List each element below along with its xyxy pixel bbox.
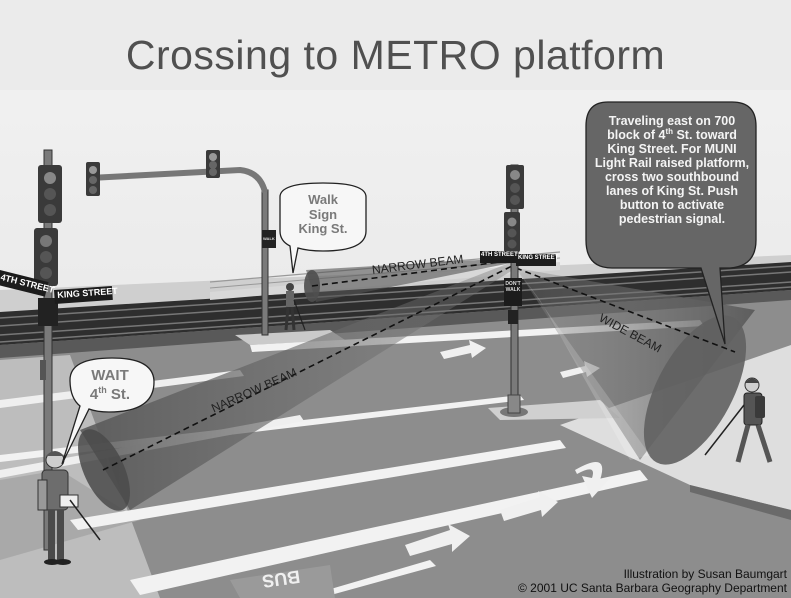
wait-bubble-text: WAIT 4th St. (74, 368, 146, 404)
sign-4th-street-right: 4TH STREET (481, 252, 518, 258)
dont-walk-signal: DON'T WALK (505, 282, 521, 293)
wait-line-2: 4th St. (74, 385, 146, 404)
walk-signal-small: WALK (263, 236, 275, 241)
credit-line-1: Illustration by Susan Baumgart (518, 568, 787, 582)
slide-title: Crossing to METRO platform (0, 32, 791, 79)
walk-sign-line-2: Sign (286, 208, 360, 223)
sign-king-street-right: KING STREET (518, 255, 558, 261)
description-bubble-text: Traveling east on 700 block of 4th St. t… (592, 114, 752, 226)
wait-line-1: WAIT (74, 368, 146, 385)
walk-sign-bubble-text: Walk Sign King St. (286, 193, 360, 237)
walk-sign-line-1: Walk (286, 193, 360, 208)
illustration-credit: Illustration by Susan Baumgart © 2001 UC… (518, 568, 787, 596)
credit-line-2: © 2001 UC Santa Barbara Geography Depart… (518, 582, 787, 596)
walk-sign-line-3: King St. (286, 222, 360, 237)
